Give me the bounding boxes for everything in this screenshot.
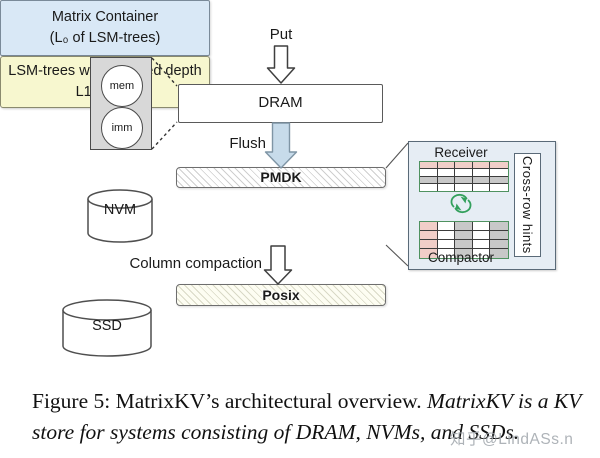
figure-caption-italic: MatrixKV is a KV store for systems consi… <box>32 389 581 444</box>
panel-connector-bottom <box>385 244 409 267</box>
table-cell <box>420 231 438 240</box>
table-cell <box>455 222 473 231</box>
compactor-label: Compactor <box>427 250 495 265</box>
compactor-table <box>419 221 509 259</box>
figure-caption: Figure 5: MatrixKV’s architectural overv… <box>32 386 590 447</box>
table-cell <box>472 176 491 184</box>
cross-row-hints-label: Cross-row hints <box>520 156 535 254</box>
table-cell <box>437 249 456 258</box>
table-cell <box>420 162 438 170</box>
table-cell <box>455 231 473 240</box>
table-cell <box>472 162 491 170</box>
table-cell <box>455 162 473 170</box>
table-cell <box>437 183 456 191</box>
table-cell <box>420 222 438 231</box>
table-cell <box>437 222 456 231</box>
table-cell <box>472 240 491 249</box>
receiver-table <box>419 161 509 192</box>
matrix-container-box: Matrix Container (L₀ of LSM-trees) <box>0 0 210 56</box>
memtable-circle: mem <box>101 65 143 107</box>
table-cell <box>455 240 473 249</box>
ssd-label: SSD <box>92 318 122 334</box>
table-cell <box>455 183 473 191</box>
column-compaction-label: Column compaction <box>129 255 262 272</box>
posix-band: Posix <box>176 284 386 306</box>
table-cell <box>420 240 438 249</box>
nvm-label: NVM <box>103 202 137 218</box>
table-cell <box>420 169 438 177</box>
table-cell <box>472 222 491 231</box>
table-cell <box>437 240 456 249</box>
table-cell <box>490 249 508 258</box>
table-cell <box>472 249 491 258</box>
table-cell <box>455 249 473 258</box>
table-cell <box>490 231 508 240</box>
table-cell <box>472 231 491 240</box>
table-cell <box>437 231 456 240</box>
cross-row-hints-box: Cross-row hints <box>514 153 541 257</box>
table-cell <box>420 176 438 184</box>
flush-arrow-icon <box>264 122 298 169</box>
column-compaction-arrow-icon <box>263 245 293 285</box>
table-cell <box>437 162 456 170</box>
table-cell <box>420 249 438 258</box>
table-cell <box>455 176 473 184</box>
table-cell <box>472 183 491 191</box>
table-cell <box>420 183 438 191</box>
table-cell <box>490 162 508 170</box>
put-arrow-icon <box>266 45 296 84</box>
matrix-container-detail-panel: Receiver Compactor Cross-row hints <box>408 141 556 270</box>
matrix-container-title: Matrix Container <box>51 9 159 25</box>
table-cell <box>490 240 508 249</box>
matrix-container-subtitle: (L₀ of LSM-trees) <box>49 30 161 46</box>
table-cell <box>472 169 491 177</box>
receiver-label: Receiver <box>434 145 488 160</box>
table-cell <box>490 183 508 191</box>
table-cell <box>490 169 508 177</box>
put-label: Put <box>269 26 293 43</box>
memtable-box: mem imm <box>90 57 152 150</box>
immutable-memtable-circle: imm <box>101 107 143 149</box>
pmdk-band: PMDK <box>176 167 386 188</box>
callout-line-bottom <box>151 121 178 150</box>
table-cell <box>437 176 456 184</box>
table-cell <box>437 169 456 177</box>
table-cell <box>490 222 508 231</box>
table-cell <box>490 176 508 184</box>
flush-label: Flush <box>229 135 266 152</box>
watermark-text: 知乎@LindASs.n <box>450 431 574 448</box>
figure-caption-roman: Figure 5: MatrixKV’s architectural overv… <box>32 389 422 413</box>
panel-connector-top <box>385 142 409 169</box>
dram-box: DRAM <box>178 84 383 123</box>
table-cell <box>455 169 473 177</box>
